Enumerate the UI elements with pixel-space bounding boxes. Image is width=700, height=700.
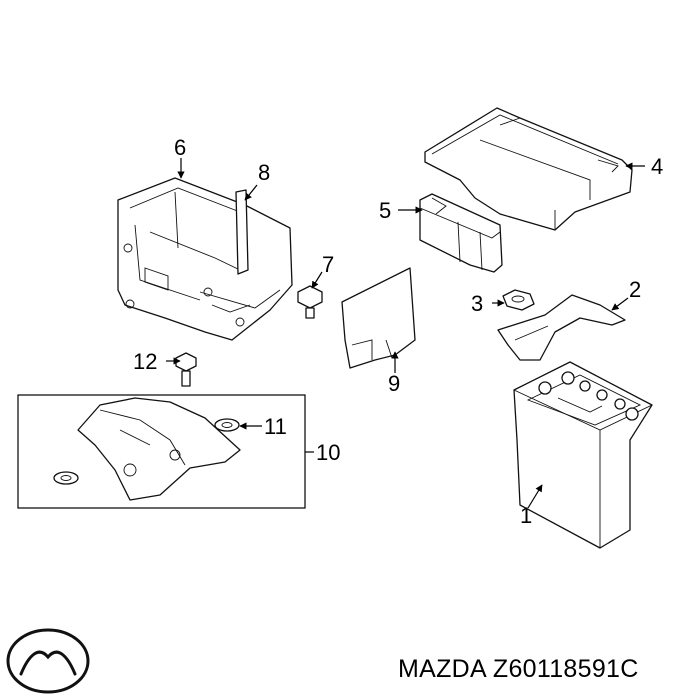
battery-tray-part (117, 177, 293, 341)
callout-5: 5 (379, 198, 391, 223)
callout-1: 1 (520, 503, 532, 528)
nut-part (502, 289, 535, 311)
callout-4: 4 (651, 154, 663, 179)
callout-6: 6 (174, 135, 186, 160)
bracket-plate-part (341, 267, 416, 369)
callout-2: 2 (629, 277, 641, 302)
callout-10: 10 (316, 440, 340, 465)
part-number: Z60118591C (492, 655, 639, 683)
tray-bracket-part (235, 189, 249, 275)
mazda-logo-icon (6, 628, 90, 694)
lower-bracket-assembly-box (17, 394, 306, 509)
bolt-12-part (175, 352, 197, 387)
callout-7: 7 (322, 252, 334, 277)
brand-name: MAZDA (398, 655, 486, 683)
leader-lines (166, 158, 645, 509)
callout-12: 12 (133, 349, 157, 374)
battery-part (513, 361, 653, 549)
callout-3: 3 (471, 291, 483, 316)
callout-9: 9 (388, 371, 400, 396)
callout-8: 8 (258, 160, 270, 185)
bolt-part (297, 285, 323, 319)
fuse-box-part (419, 193, 503, 273)
callout-11: 11 (264, 414, 287, 439)
part-label: MAZDA Z60118591C (398, 655, 639, 684)
battery-cover-part (424, 107, 633, 231)
hold-down-bracket-part (497, 294, 626, 361)
